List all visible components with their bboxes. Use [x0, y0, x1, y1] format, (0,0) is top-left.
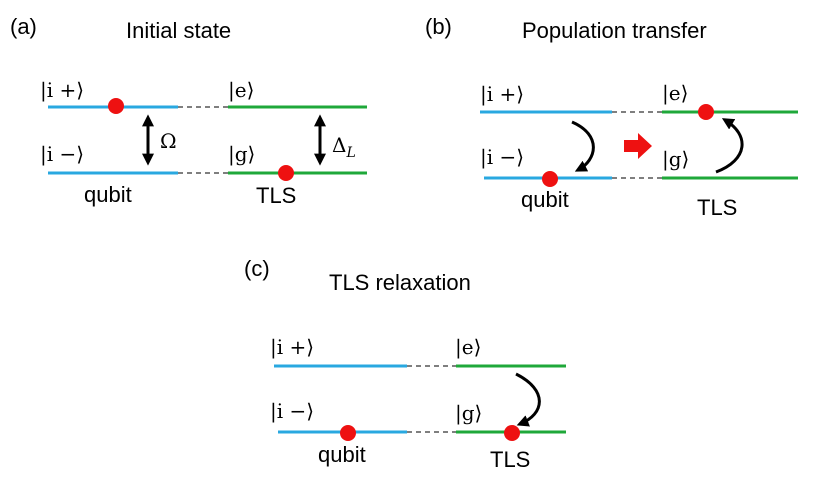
panel-b-tag: (b): [425, 14, 452, 39]
panel-a-ket-g: |g⟩: [228, 142, 255, 167]
panel-b-transfer-arrow-icon: [624, 133, 652, 159]
panel-b-qubit-label: qubit: [521, 187, 569, 212]
panel-c-ket-e: |e⟩: [455, 335, 481, 360]
panel-c-ket-g: |g⟩: [455, 401, 482, 426]
panel-c-tls-label: TLS: [490, 447, 530, 472]
panel-a-tag: (a): [10, 14, 37, 39]
panel-a-omega-label: Ω: [160, 129, 177, 153]
panel-c-ket-iplus: |i +⟩: [270, 335, 314, 360]
panel-b-title: Population transfer: [522, 18, 707, 43]
panel-a-qubit-population-dot: [108, 98, 124, 114]
panel-b: (b) Population transfer |i +⟩ |i −⟩ |e⟩ …: [425, 14, 798, 220]
panel-c-qubit-population-dot: [340, 425, 356, 441]
panel-b-qubit-population-dot: [542, 171, 558, 187]
panel-a: (a) Initial state |i +⟩ |i −⟩ |e⟩ |g⟩ Ω …: [10, 14, 367, 208]
panel-c: (c) TLS relaxation |i +⟩ |i −⟩ |e⟩ |g⟩ q…: [244, 256, 566, 472]
panel-a-delta-label: ΔL: [332, 133, 356, 161]
panel-b-tls-population-dot: [698, 104, 714, 120]
panel-a-tls-label: TLS: [256, 183, 296, 208]
panel-c-qubit-label: qubit: [318, 442, 366, 467]
panel-b-ket-g: |g⟩: [662, 147, 689, 172]
panel-b-ket-iminus: |i −⟩: [480, 145, 524, 170]
panel-c-ket-iminus: |i −⟩: [270, 399, 314, 424]
panel-c-tag: (c): [244, 256, 270, 281]
panel-c-tls-relaxation-arrow: [515, 372, 541, 427]
panel-b-ket-e: |e⟩: [662, 81, 688, 106]
panel-a-ket-iplus: |i +⟩: [40, 78, 84, 103]
panel-a-ket-iminus: |i −⟩: [40, 142, 84, 167]
panel-a-ket-e: |e⟩: [228, 78, 254, 103]
panel-a-tls-population-dot: [278, 165, 294, 181]
panel-b-tls-label: TLS: [697, 195, 737, 220]
panel-a-title: Initial state: [126, 18, 231, 43]
panel-b-ket-iplus: |i +⟩: [480, 82, 524, 107]
panel-c-tls-population-dot: [504, 425, 520, 441]
panel-a-qubit-label: qubit: [84, 182, 132, 207]
panel-c-title: TLS relaxation: [329, 270, 471, 295]
panel-b-qubit-decay-arrow: [571, 120, 595, 172]
panel-b-tls-excitation-arrow: [715, 118, 744, 174]
